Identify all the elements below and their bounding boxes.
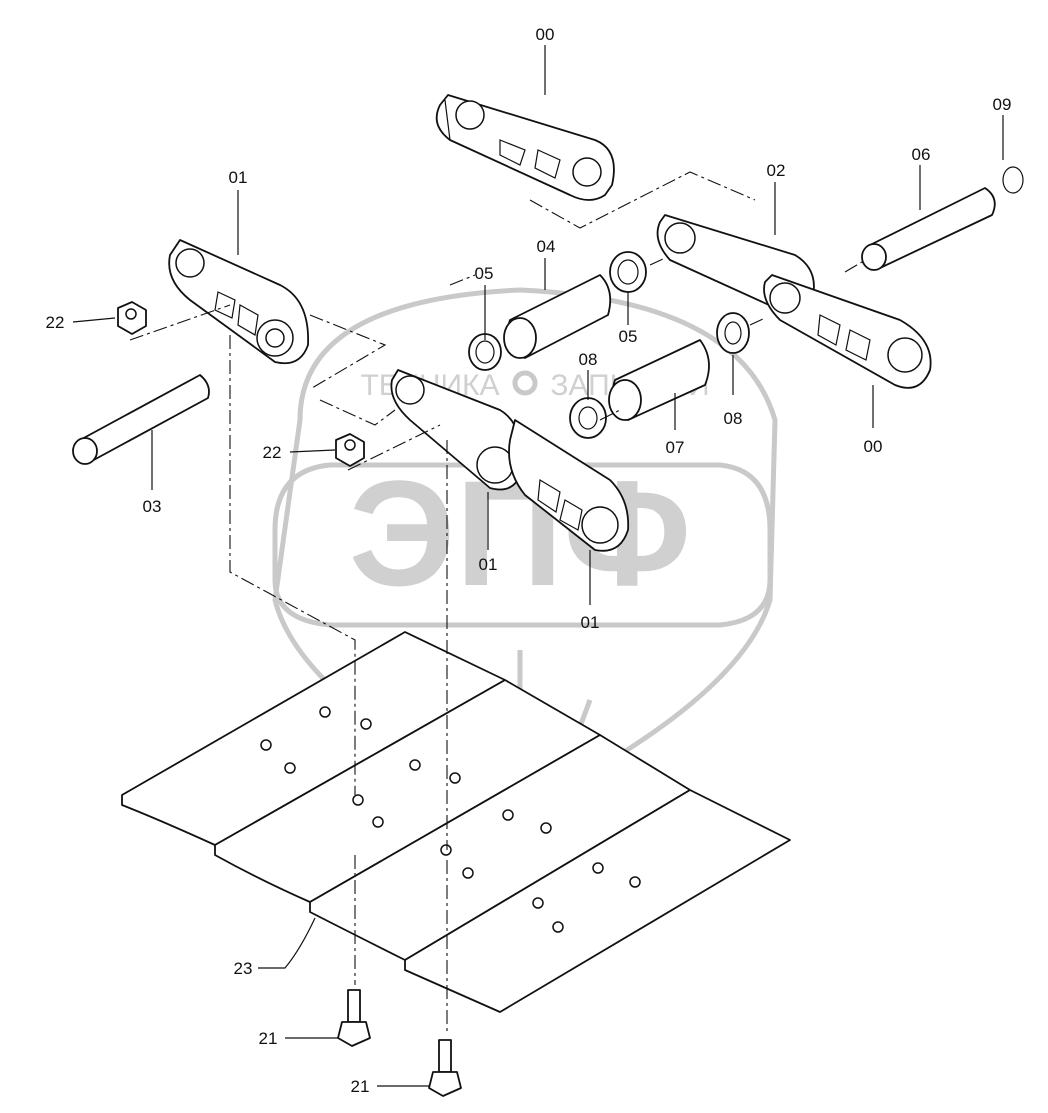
part-00-right-link bbox=[763, 274, 932, 389]
label-21-top: 21 bbox=[259, 1029, 278, 1048]
label-09: 09 bbox=[993, 95, 1012, 114]
part-21-bolt-bottom bbox=[428, 1039, 462, 1097]
part-06-pin bbox=[861, 187, 996, 271]
part-labels: 00 09 06 01 02 04 05 05 22 08 08 00 07 2… bbox=[46, 25, 1012, 1096]
label-01-bottom: 01 bbox=[581, 613, 600, 632]
part-08-spacer-mid bbox=[569, 397, 607, 439]
label-07: 07 bbox=[666, 438, 685, 457]
label-21-bottom: 21 bbox=[351, 1077, 370, 1096]
label-08-right: 08 bbox=[724, 409, 743, 428]
label-01-left: 01 bbox=[229, 168, 248, 187]
gear-icon bbox=[512, 370, 538, 396]
part-01-center-links bbox=[390, 369, 630, 552]
label-05-left: 05 bbox=[475, 264, 494, 283]
label-23: 23 bbox=[234, 959, 253, 978]
label-00-right: 00 bbox=[864, 437, 883, 456]
label-08-mid: 08 bbox=[579, 350, 598, 369]
part-22-nut-mid bbox=[335, 433, 365, 467]
part-09-snap-ring bbox=[1002, 166, 1024, 194]
label-01-mid: 01 bbox=[479, 555, 498, 574]
label-06: 06 bbox=[912, 145, 931, 164]
label-02: 02 bbox=[767, 161, 786, 180]
part-05-seal-right bbox=[609, 251, 647, 293]
label-22-top: 22 bbox=[46, 313, 65, 332]
part-08-spacer-right bbox=[716, 312, 750, 354]
part-21-bolt-top bbox=[337, 989, 371, 1047]
part-23-track-shoes bbox=[121, 631, 791, 1013]
label-03: 03 bbox=[143, 497, 162, 516]
part-00-top-link bbox=[435, 94, 615, 201]
label-00-top: 00 bbox=[536, 25, 555, 44]
part-03-pin bbox=[72, 374, 210, 465]
leader-lines bbox=[72, 45, 1004, 1087]
label-22-mid: 22 bbox=[263, 443, 282, 462]
part-22-nut-top bbox=[117, 301, 147, 335]
part-07-bushing bbox=[608, 339, 710, 421]
part-04-bushing bbox=[503, 274, 612, 359]
watermark-shield-inner bbox=[272, 462, 773, 628]
label-05-right: 05 bbox=[619, 327, 638, 346]
part-01-left-link bbox=[168, 239, 309, 365]
label-04: 04 bbox=[537, 237, 556, 256]
assembly-lines bbox=[129, 171, 863, 1035]
